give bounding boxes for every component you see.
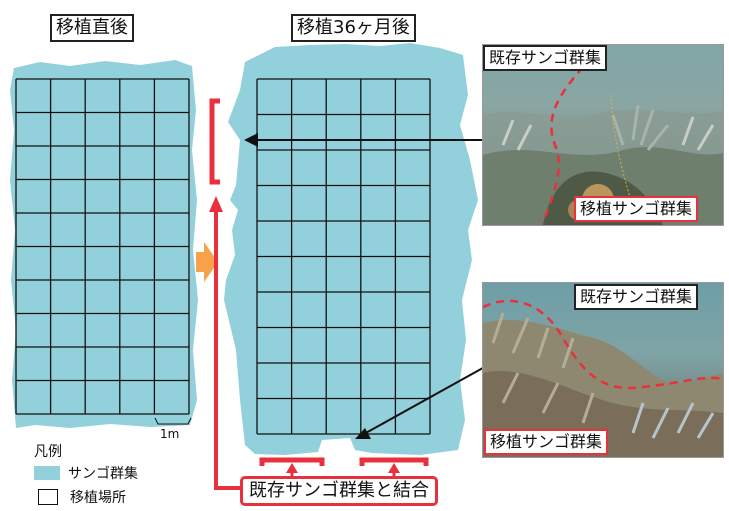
merge-bracket-left (209, 98, 220, 185)
legend-swatch-site (38, 489, 58, 505)
photo-top-existing-label: 既存サンゴ群集 (483, 45, 608, 71)
transition-arrow (196, 242, 218, 282)
scale-label: 1m (160, 427, 180, 441)
legend-title: 凡例 (34, 444, 62, 460)
legend-label-coral: サンゴ群集 (68, 466, 138, 482)
merge-arrow-up-head-1 (286, 463, 298, 473)
pointer-arrow-top-head (244, 133, 258, 147)
boundary-line-bottom (483, 299, 723, 390)
pointer-arrow-bottom-line (363, 363, 491, 435)
boundary-line-top (541, 66, 584, 224)
reef-photo-bottom (482, 282, 724, 458)
coral-area-before (10, 60, 198, 428)
legend-label-site: 移植場所 (70, 490, 126, 506)
label-after: 移植36ヶ月後 (291, 14, 416, 42)
merge-arrow-head (209, 196, 223, 212)
legend-item-site: 移植場所 (34, 487, 126, 507)
merge-arrow-up-head-2 (388, 463, 400, 473)
legend-swatch-coral (34, 466, 60, 480)
merge-result-label: 既存サンゴ群集と結合 (240, 476, 438, 506)
scale-bar (154, 417, 192, 425)
label-before: 移植直後 (50, 14, 134, 42)
photo-top-transplant-label: 移植サンゴ群集 (574, 196, 699, 222)
transplant-grid-after (256, 78, 431, 435)
photo-bottom-transplant-label: 移植サンゴ群集 (484, 429, 609, 455)
merge-bracket-bottom-2 (359, 457, 429, 466)
coral-area-after (224, 43, 478, 455)
merge-arrow-line (214, 210, 242, 490)
photo-bottom-existing-label: 既存サンゴ群集 (574, 284, 699, 310)
legend-item-coral: サンゴ群集 (34, 463, 138, 483)
merge-bracket-bottom-1 (259, 457, 325, 466)
pointer-arrow-bottom-head (355, 428, 371, 439)
transplant-grid-before (15, 78, 190, 415)
